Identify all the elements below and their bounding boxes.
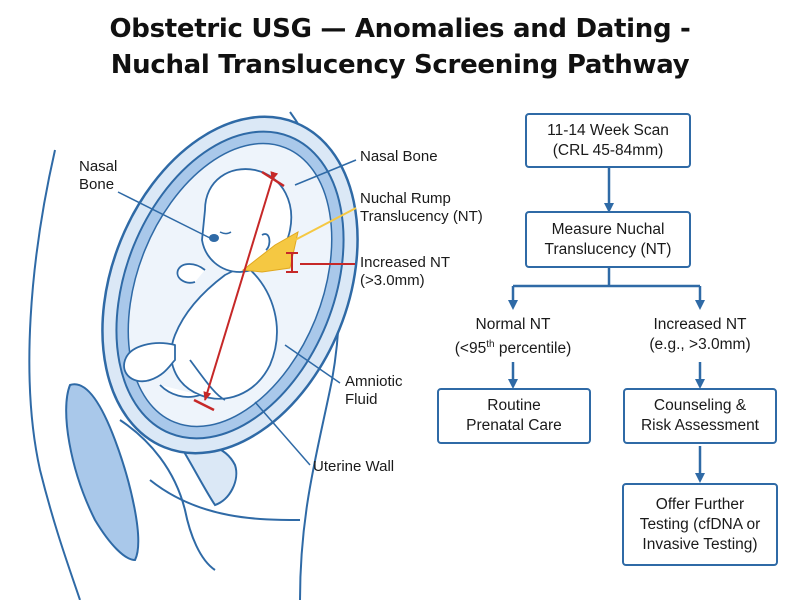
label-nasal-bone-left-line-1: Nasal	[79, 158, 118, 175]
branch-normal-line-2: (<95th percentile)	[433, 335, 593, 359]
page-title-line-2: Nuchal Translucency Screening Pathway	[110, 50, 690, 80]
label-nuchal-rump-line-2: Translucency (NT)	[360, 208, 483, 225]
box-measure-nt-text: Measure Nuchal Translucency (NT)	[544, 220, 672, 258]
box-routine-care: Routine Prenatal Care	[437, 388, 591, 444]
leader-amniotic	[284, 344, 341, 384]
cervix-shape	[119, 419, 216, 571]
label-amniotic-line-2: Fluid	[345, 391, 378, 408]
leader-nuchal-rump	[294, 207, 357, 241]
label-nuchal-rump: Nuchal Rump Translucency (NT)	[360, 190, 483, 226]
label-amniotic-fluid: Amniotic Fluid	[345, 373, 403, 409]
branch-normal-nt: Normal NT (<95th percentile)	[433, 315, 593, 359]
normal-percentile-post: percentile)	[494, 340, 572, 358]
box-routine-care-text: Routine Prenatal Care	[466, 397, 562, 434]
branch-increased-line-1: Increased NT	[653, 316, 747, 333]
label-increased-nt-line-2: (>3.0mm)	[360, 272, 425, 289]
normal-percentile-sup: th	[486, 339, 495, 350]
label-increased-nt: Increased NT (>3.0mm)	[360, 254, 450, 290]
maternal-back-outline	[28, 149, 81, 600]
nasal-bone-marker	[209, 234, 219, 242]
box-further-testing: Offer Further Testing (cfDNA or Invasive…	[622, 483, 778, 566]
box-week-scan: 11-14 Week Scan (CRL 45-84mm)	[525, 113, 691, 168]
label-amniotic-line-1: Amniotic	[345, 373, 403, 390]
label-uterine-wall: Uterine Wall	[313, 458, 395, 475]
label-nasal-bone-right: Nasal Bone	[360, 148, 438, 165]
normal-percentile-pre: (<95	[454, 340, 487, 358]
leader-nasal-bone-left	[117, 191, 211, 239]
box-measure-nt: Measure Nuchal Translucency (NT)	[525, 211, 691, 268]
box-counseling-text: Counseling & Risk Assessment	[640, 397, 759, 434]
label-nasal-bone-left-line-2: Bone	[79, 176, 115, 193]
branch-increased-line-2: (e.g., >3.0mm)	[649, 336, 751, 353]
label-nasal-bone-left: Nasal Bone	[79, 158, 117, 194]
leader-uterine-wall	[254, 401, 311, 466]
crl-measurement-line	[203, 171, 279, 401]
branch-increased-nt: Increased NT (e.g., >3.0mm)	[620, 315, 780, 355]
box-further-testing-text: Offer Further Testing (cfDNA or Invasive…	[639, 495, 761, 553]
leader-nasal-bone-right	[294, 159, 357, 186]
bladder-shape	[65, 383, 140, 562]
page-title-line-1: Obstetric USG — Anomalies and Dating -	[109, 14, 691, 44]
label-increased-nt-line-1: Increased NT	[360, 254, 451, 271]
branch-normal-line-1: Normal NT	[475, 316, 551, 333]
box-week-scan-text: 11-14 Week Scan (CRL 45-84mm)	[547, 121, 669, 159]
pelvic-floor	[149, 479, 301, 521]
box-counseling: Counseling & Risk Assessment	[623, 388, 777, 444]
label-nuchal-rump-line-1: Nuchal Rump	[360, 190, 451, 207]
